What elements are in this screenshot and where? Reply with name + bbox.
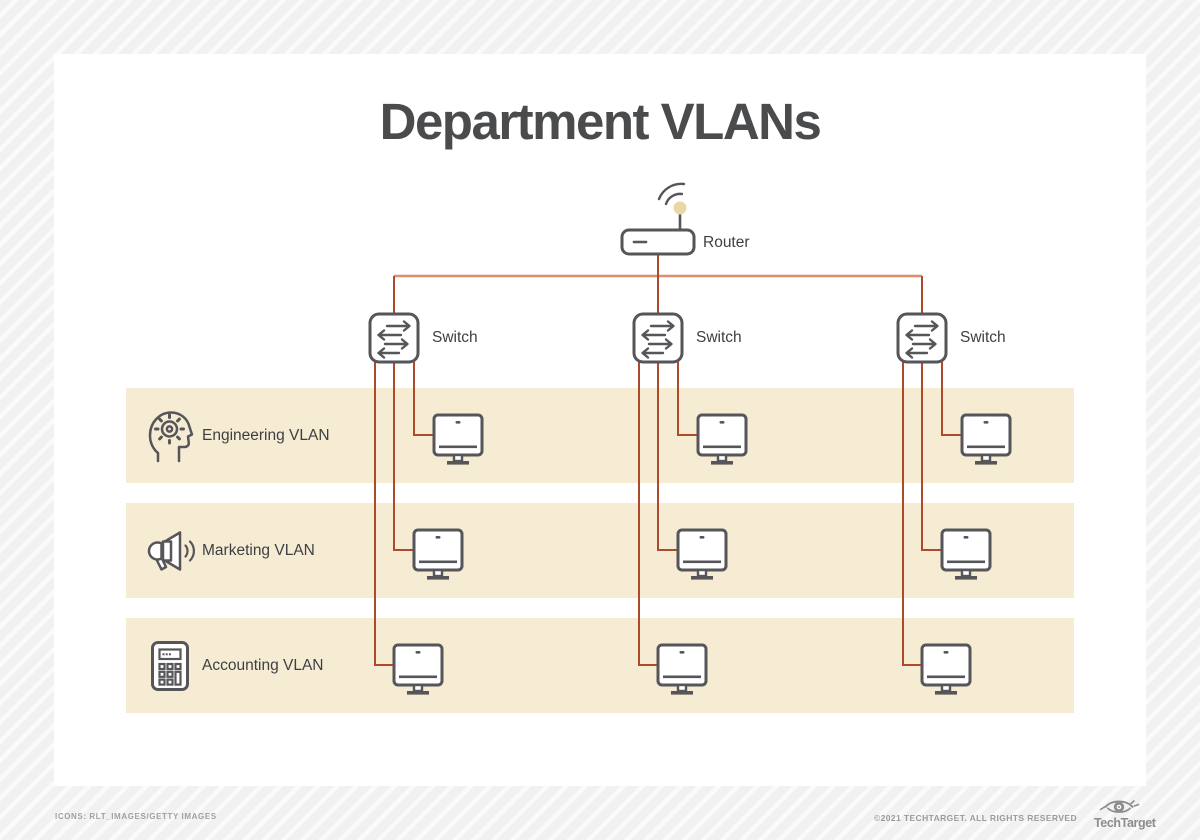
computer-icon — [676, 528, 728, 582]
techtarget-wordmark: TechTarget — [1094, 816, 1156, 830]
computer-icon — [940, 528, 992, 582]
switch-icon — [368, 312, 420, 364]
computer-icon — [392, 643, 444, 697]
computer-icon — [412, 528, 464, 582]
page-title: Department VLANs — [379, 93, 822, 150]
computer-icon — [960, 413, 1012, 467]
router-icon — [612, 182, 704, 258]
switch-icon — [896, 312, 948, 364]
computer-icon — [920, 643, 972, 697]
copyright-text: ©2021 TECHTARGET. ALL RIGHTS RESERVED — [873, 813, 1077, 823]
techtarget-logo: TechTarget — [1094, 795, 1156, 830]
computer-icon — [656, 643, 708, 697]
vlan-label-accounting: Accounting VLAN — [202, 656, 324, 674]
icon-credits: ICONS: RLT_IMAGES/GETTY IMAGES — [55, 812, 217, 821]
vlan-band-engineering: Engineering VLAN — [126, 388, 1074, 483]
router-label: Router — [703, 234, 750, 251]
switch-label-2: Switch — [696, 329, 742, 346]
computer-icon — [696, 413, 748, 467]
switch-icon — [632, 312, 684, 364]
switch-label-1: Switch — [432, 329, 478, 346]
vlan-band-marketing: Marketing VLAN — [126, 503, 1074, 598]
switch-label-3: Switch — [960, 329, 1006, 346]
computer-icon — [432, 413, 484, 467]
vlan-label-engineering: Engineering VLAN — [202, 426, 330, 444]
vlan-label-marketing: Marketing VLAN — [202, 541, 315, 559]
